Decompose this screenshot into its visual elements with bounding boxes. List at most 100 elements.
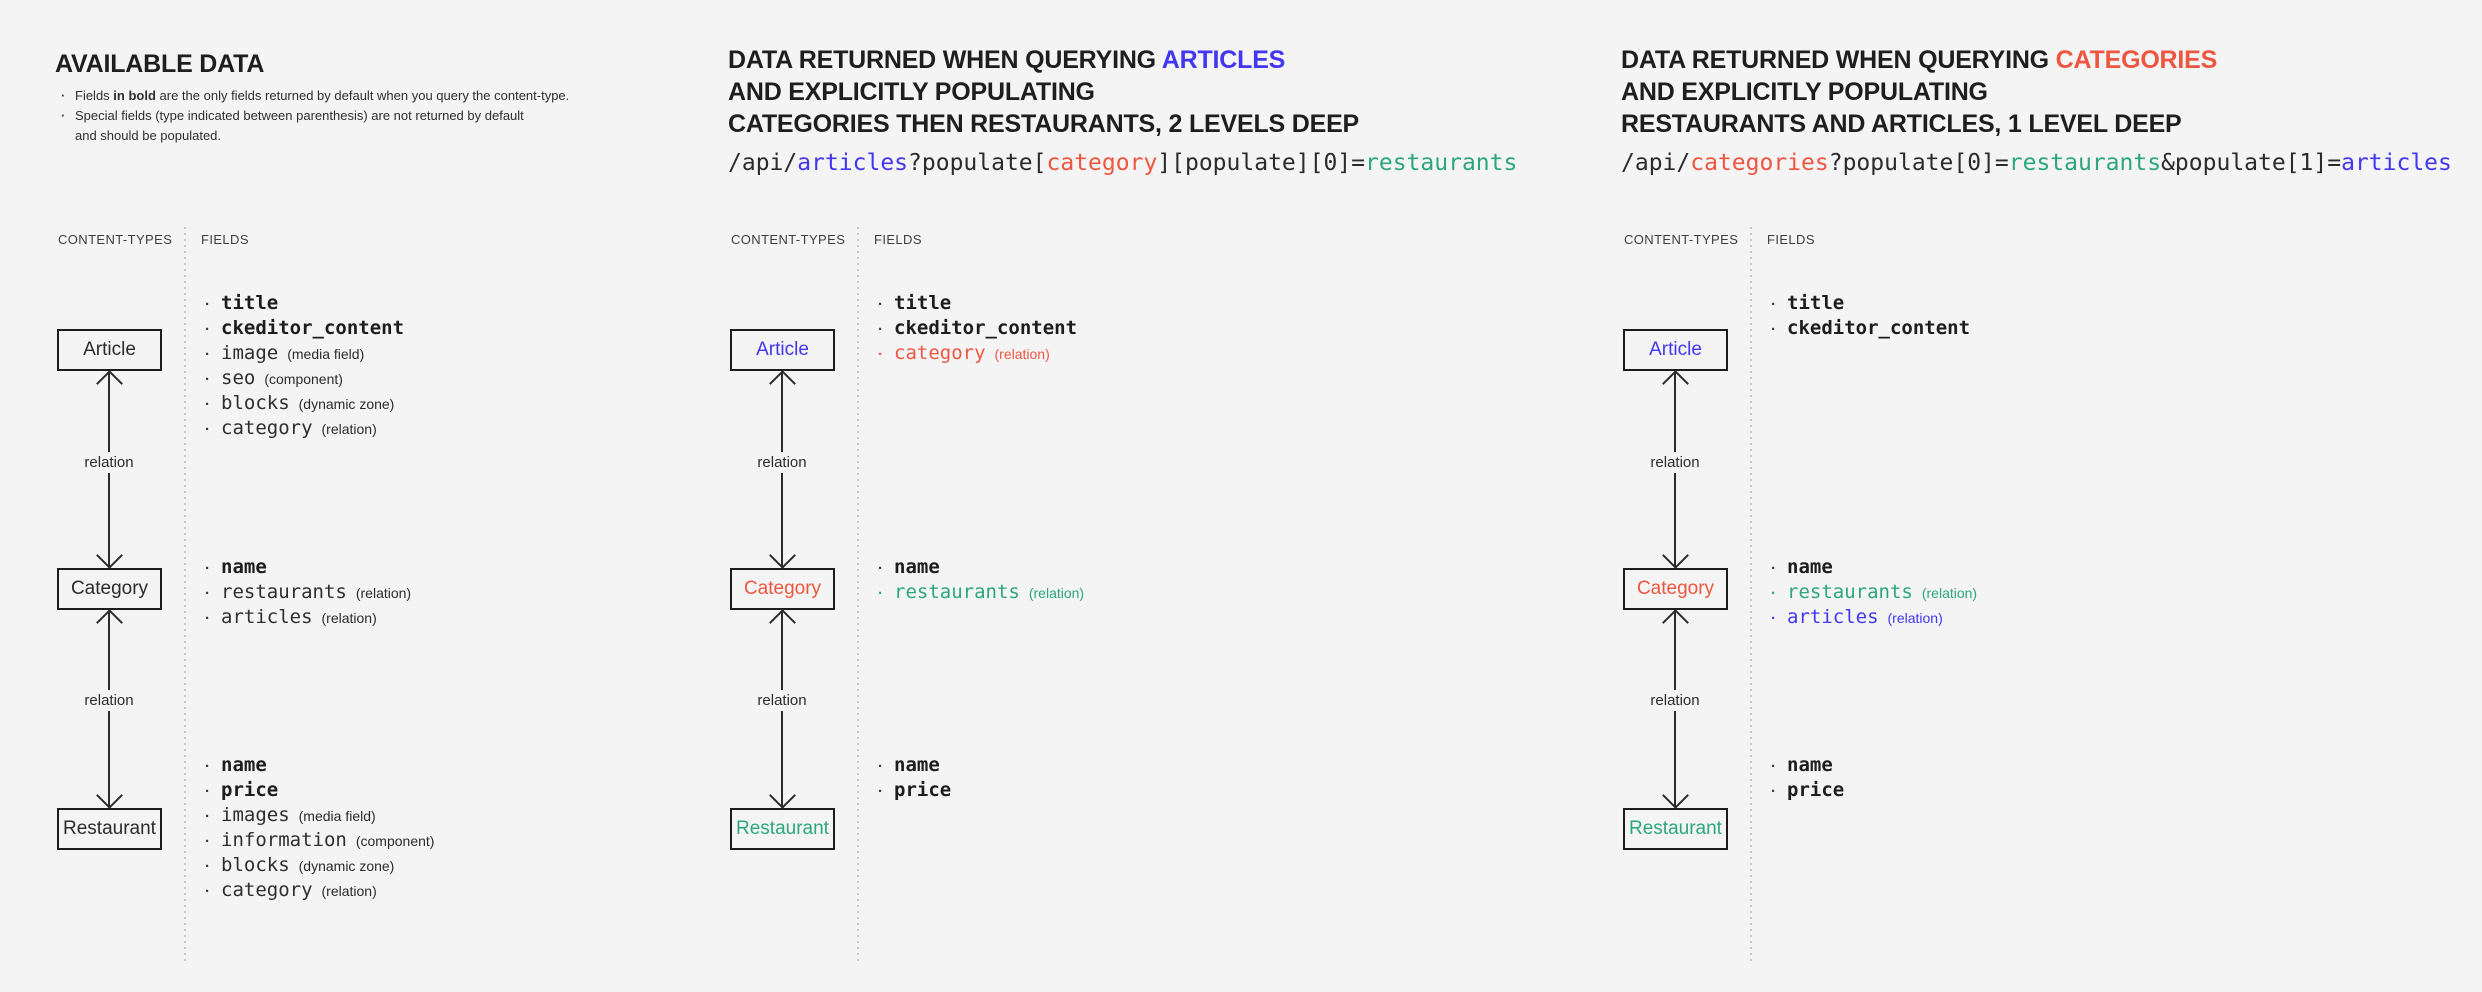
field-name: price [221,779,279,801]
field-row: blocks (dynamic zone) [205,853,434,878]
relation-label: relation [78,690,140,711]
note-item: Fields in bold are the only fields retur… [61,86,569,106]
title-highlight-categories: CATEGORIES [2055,46,2218,74]
note-item: Special fields (type indicated between p… [61,106,569,146]
url-segment-restaurants: restaurants [2008,150,2162,176]
url-segment-categories: categories [1690,150,1829,176]
title-line: RESTAURANTS AND ARTICLES, 1 LEVEL DEEP [1621,110,2182,138]
title-line: AND EXPLICITLY POPULATING [728,78,1095,106]
field-name: title [894,292,952,314]
field-list-restaurant: name price images (media field) informati… [205,753,434,903]
field-name: name [1787,754,1833,776]
url-segment-articles: articles [797,150,909,176]
field-list-category: name restaurants(relation) articles(rela… [205,555,411,630]
url-segment: &populate[1]= [2161,150,2342,176]
field-row: title [1771,291,1970,316]
url-segment: /api/ [728,150,798,176]
field-name: articles [221,606,313,628]
field-row: name [878,555,1084,580]
arrowhead-down-icon [768,542,796,569]
field-row: price [205,778,434,803]
field-row: images (media field) [205,803,434,828]
entity-name: Article [1649,339,1702,360]
field-row: price [1771,778,1844,803]
entity-name: Restaurant [736,818,829,839]
field-list-category: name restaurants (relation) articles (rela… [1771,555,1977,630]
field-type: (relation) [321,883,377,899]
field-name: restaurants [894,581,1020,603]
arrowhead-down-icon [95,542,123,569]
note-segment: are the only fields returned by default … [155,88,570,103]
field-name: category [894,342,986,364]
field-name: name [221,556,267,578]
field-type: (relation) [355,585,412,601]
field-row: name [205,753,434,778]
entity-name: Restaurant [63,818,156,839]
arrowhead-down-icon [768,782,796,809]
entity-box-restaurant: Restaurant [1623,808,1728,850]
field-name: articles [1787,606,1879,628]
panel-available-data: AVAILABLE DATA Fields in bold are the on… [55,0,715,992]
notes: Fields in bold are the only fields retur… [61,86,569,146]
field-name: ckeditor_content [221,317,405,339]
field-name: restaurants [1787,581,1913,603]
arrowhead-down-icon [95,782,123,809]
url-segment: ][populate][0]= [1157,150,1366,176]
url-segment-category: category [1046,150,1158,176]
note-segment: and should be populated. [75,128,222,143]
entity-box-restaurant: Restaurant [730,808,835,850]
entity-box-category: Category [730,568,835,610]
arrowhead-up-icon [768,609,796,636]
field-row: name [878,753,951,778]
field-row: ckeditor_content [1771,316,1970,341]
api-url: /api/articles?populate[category][populat… [728,149,1517,177]
field-name: blocks [221,392,290,414]
panel-title: AVAILABLE DATA [55,48,264,80]
dotted-divider [184,227,186,963]
url-segment: /api/ [1621,150,1691,176]
relation-label: relation [751,690,813,711]
note-segment-bold: in bold [113,88,156,103]
field-type: (component) [264,371,343,387]
relation-label: relation [78,452,140,473]
dotted-divider [857,227,859,963]
field-type: (dynamic zone) [298,858,395,874]
arrowhead-down-icon [1661,782,1689,809]
field-name: price [894,779,952,801]
field-row: blocks(dynamic zone) [205,391,404,416]
field-type: (media field) [298,808,376,824]
field-row: restaurants (relation) [878,580,1084,605]
field-name: seo [221,367,256,389]
entity-box-category: Category [1623,568,1728,610]
field-row: name [1771,753,1844,778]
field-name: title [1787,292,1845,314]
field-name: category [221,417,313,439]
entity-name: Category [70,578,149,599]
field-type: (relation) [1887,610,1943,626]
field-row: ckeditor_content [205,316,404,341]
field-name: information [221,829,347,851]
title-highlight-articles: ARTICLES [1161,46,1286,74]
arrowhead-up-icon [1661,609,1689,636]
field-type: (relation) [1028,585,1085,601]
arrowhead-up-icon [1661,370,1689,397]
field-row: articles(relation) [205,605,411,630]
field-type: (relation) [1921,585,1978,601]
url-segment-restaurants: restaurants [1365,150,1518,176]
fields-label: FIELDS [1767,232,1815,247]
url-segment: ?populate[0]= [1828,150,2009,176]
field-name: blocks [221,854,290,876]
field-name: title [221,292,279,314]
entity-box-restaurant: Restaurant [57,808,162,850]
field-row: restaurants(relation) [205,580,411,605]
field-name: images [221,804,290,826]
field-name: image [221,342,279,364]
field-type: (component) [355,833,435,849]
field-name: name [894,556,940,578]
panel-title-text: AVAILABLE DATA [55,50,265,78]
field-type: (relation) [321,421,377,437]
field-name: name [1787,556,1833,578]
title-segment: DATA RETURNED WHEN QUERYING [1621,46,2056,74]
content-types-label: CONTENT-TYPES [58,232,173,247]
